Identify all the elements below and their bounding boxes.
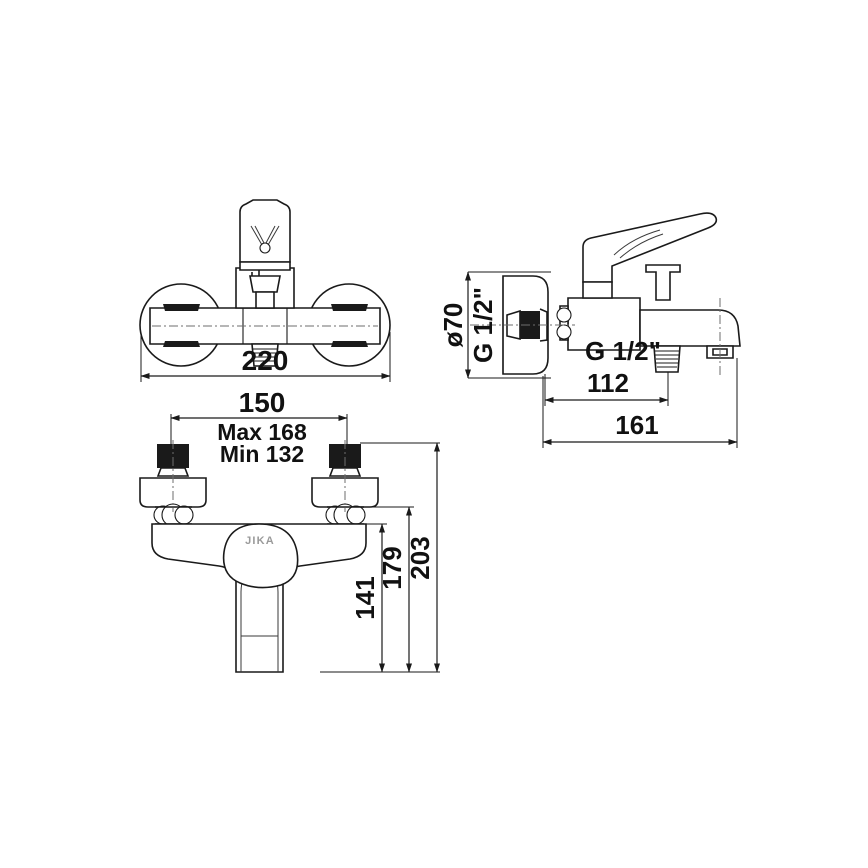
thread-label-inlet: G 1/2" <box>468 287 498 363</box>
dim-70-extension-lines <box>468 271 551 379</box>
mixer-body-bar <box>149 307 381 345</box>
thread-label-outlet: G 1/2" <box>585 336 661 366</box>
note-label-max: Max 168 <box>217 419 307 445</box>
shower-outlet-thread-lines <box>655 350 679 368</box>
diverter-knob <box>645 264 681 301</box>
dim-label-141: 141 <box>350 576 380 619</box>
outlet-thread-lines <box>253 348 277 362</box>
mixer-body-front <box>151 523 367 673</box>
dim-161-extension-lines <box>542 358 738 448</box>
view-front-elevation <box>139 199 391 382</box>
mount-hole-lower <box>556 324 572 340</box>
inlet-nipple-tail <box>539 308 548 342</box>
view-front-with-connectors: JIKA <box>139 414 440 673</box>
spout-body <box>639 309 741 347</box>
connector-collar-right <box>328 467 362 477</box>
collar-left-bottom <box>163 341 200 347</box>
cartridge-collar <box>582 281 613 299</box>
selector-base <box>239 261 291 271</box>
dim-label-150: 150 <box>239 387 286 418</box>
selector-handle <box>239 199 291 263</box>
collar-right-top <box>331 304 368 311</box>
selector-pin <box>259 242 271 254</box>
dim-label-179: 179 <box>377 546 407 589</box>
lever-handle-crease <box>613 229 664 259</box>
dim-203-extension-lines <box>330 442 440 673</box>
dim-label-161: 161 <box>615 410 658 440</box>
lever-handle <box>582 212 718 283</box>
collar-left-top <box>163 304 200 311</box>
note-label-min: Min 132 <box>220 441 304 467</box>
selector-grip-lines <box>250 225 280 246</box>
brand-logo: JIKA <box>245 535 275 547</box>
coupling-nut-left-c <box>174 505 194 525</box>
mount-hole-upper <box>556 307 572 323</box>
riser-neck <box>255 291 275 309</box>
eccentric-thread-left <box>157 444 189 468</box>
dim-label-220: 220 <box>242 345 289 376</box>
dim-label-70: ø70 <box>438 303 468 348</box>
dim-label-112: 112 <box>587 368 629 398</box>
connector-collar-left <box>156 467 190 477</box>
collar-right-bottom <box>331 341 368 347</box>
riser-stub <box>249 275 281 293</box>
coupling-nut-right-c <box>346 505 366 525</box>
cartridge-dome <box>222 523 299 589</box>
eccentric-thread-right <box>329 444 361 468</box>
dim-label-203: 203 <box>405 536 435 579</box>
view-side-elevation <box>465 212 741 448</box>
